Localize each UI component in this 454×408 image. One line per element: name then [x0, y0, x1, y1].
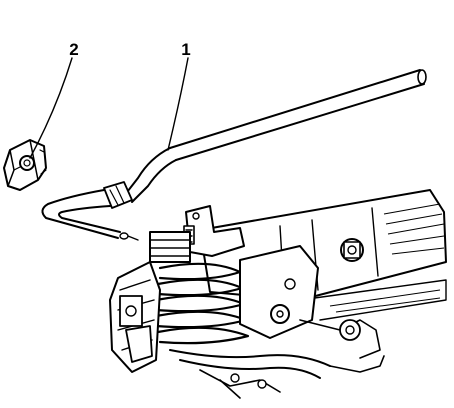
lower-linkage: [169, 349, 385, 399]
knuckle-hub-assembly: [109, 261, 161, 373]
stabilizer-bushing: [3, 139, 47, 191]
leader-line-1: [167, 57, 189, 151]
lower-control-arm: [239, 245, 381, 359]
stabilizer-bar: [41, 69, 427, 241]
bar-mount-bracket: [183, 205, 245, 257]
coil-spring-assembly: [149, 231, 250, 345]
leader-line-2: [29, 57, 73, 159]
leader-lines: [29, 57, 189, 159]
callout-label-2: 2: [69, 40, 78, 59]
callout-label-1: 1: [181, 40, 190, 59]
